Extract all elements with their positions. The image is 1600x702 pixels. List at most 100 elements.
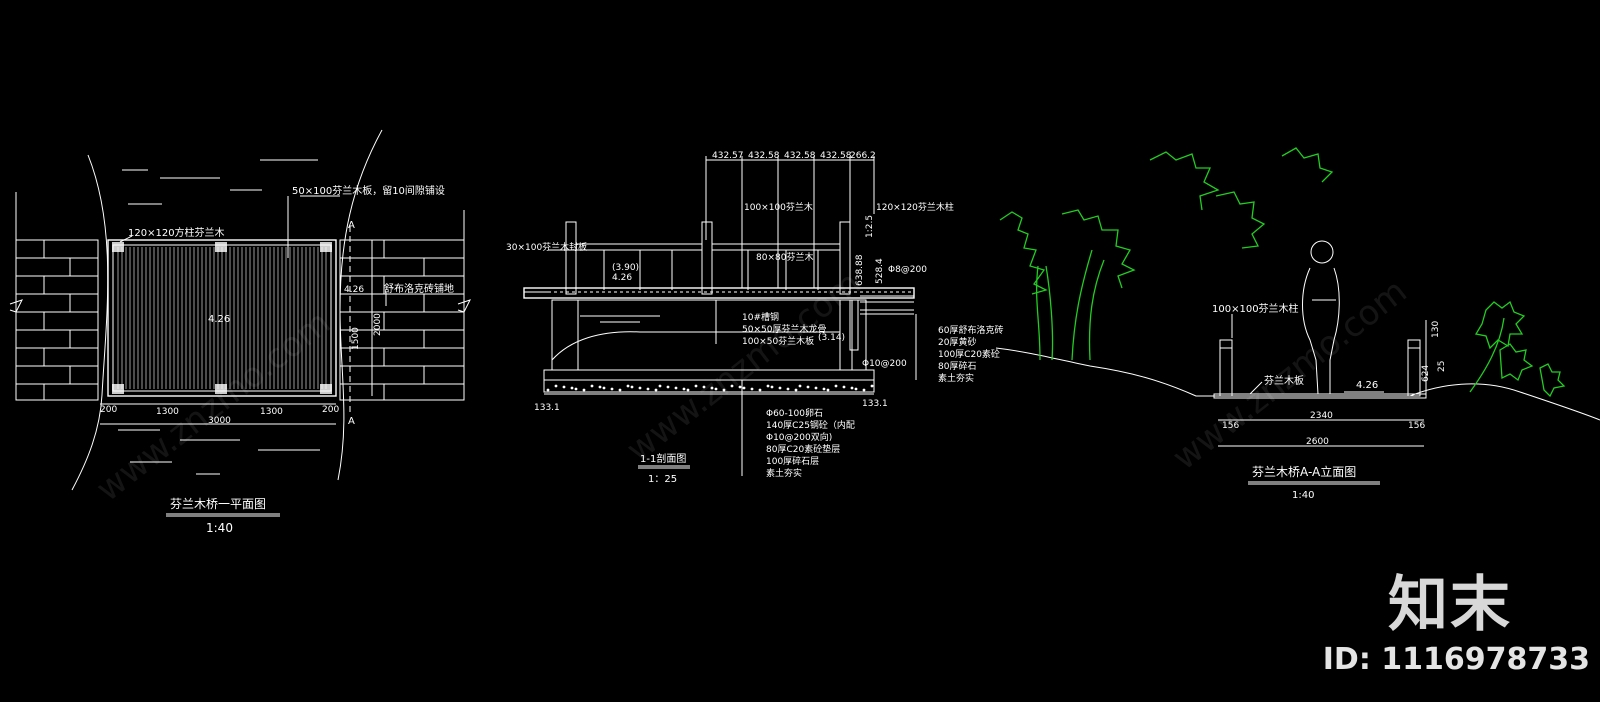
post-marker [215, 384, 227, 394]
gravel-stone [598, 385, 602, 389]
dim-200-left: 200 [100, 405, 117, 415]
person-figure [1302, 240, 1340, 395]
section-dim-5: 266.2 [850, 151, 876, 161]
section-mark-a-bottom: A [348, 416, 355, 427]
section-level-a: (3.90) [612, 263, 639, 273]
post-marker [215, 242, 227, 252]
gravel-stone [702, 385, 706, 389]
gravel-stone [738, 385, 742, 389]
terrain-line [995, 347, 1600, 421]
elevation-dim-130: 130 [1431, 321, 1441, 338]
gravel-stone [766, 384, 770, 388]
gravel-stone [590, 384, 594, 388]
gravel-stone [850, 386, 854, 390]
gravel-stone [602, 386, 606, 390]
label-paving: 舒布洛克砖铺地 [384, 282, 454, 295]
gravel-stone [722, 388, 726, 392]
water-hatch [118, 159, 340, 475]
gravel-stone [654, 388, 658, 392]
gravel-stone [686, 388, 690, 392]
gravel-stone [870, 384, 874, 388]
brick-paving-left [9, 192, 99, 401]
post-marker [320, 242, 332, 252]
dim-2000: 2000 [373, 313, 383, 336]
elevation-dim-156-right: 156 [1408, 421, 1425, 431]
section-view: 432.57 432.58 432.58 432.58 266.2 [506, 151, 1003, 485]
section-dim-3: 432.58 [784, 151, 816, 161]
channel-steel [849, 299, 859, 351]
section-mark-a-top: A [348, 220, 355, 231]
gravel-stone [618, 388, 622, 392]
elevation-dim-2340: 2340 [1310, 411, 1333, 421]
label-elevation-deck: 4.26 [208, 314, 230, 325]
gravel-stone [826, 388, 830, 392]
elevation-view: 100×100芬兰木柱 芬兰木板 4.26 130 624 25 156 234… [995, 147, 1600, 501]
label-post: 120×120方柱芬兰木 [128, 226, 225, 239]
gravel-stone [862, 388, 866, 392]
dim-1500: 1500 [351, 327, 361, 350]
abutment-left [551, 299, 579, 371]
gravel-stone [822, 387, 826, 391]
gravel-stone [674, 386, 678, 390]
section-dim-1: 432.57 [712, 151, 744, 161]
gravel-stone [806, 385, 810, 389]
elevation-label-board: 芬兰木板 [1264, 374, 1304, 387]
section-label-post-top: 100×100芬兰木 [744, 201, 813, 213]
deck-planks [117, 247, 327, 389]
section-label-board: 100×50芬兰木板 [742, 335, 814, 347]
post-marker [112, 384, 124, 394]
gravel-stone [638, 386, 642, 390]
gravel-stone [666, 385, 670, 389]
section-corner-right: 133.1 [862, 399, 888, 409]
shrub-right [1469, 300, 1566, 398]
railing [565, 221, 851, 295]
section-title: 1-1剖面图 [640, 452, 686, 465]
section-right-layer-1: 60厚舒布洛克砖 [938, 324, 1003, 336]
river-bank-left [71, 154, 109, 491]
gravel-stone [694, 384, 698, 388]
gravel-stone [794, 388, 798, 392]
gravel-stone [630, 385, 634, 389]
bridge-deck [107, 239, 337, 397]
water-surface [551, 331, 840, 361]
gravel-stone [798, 384, 802, 388]
elevation-dim-25: 25 [1437, 361, 1447, 372]
dim-1300-b: 1300 [260, 407, 283, 417]
gravel-stone [562, 385, 566, 389]
elevation-label-level: 4.26 [1356, 380, 1378, 391]
plan-scale: 1:40 [206, 521, 233, 535]
gravel-stone [574, 387, 578, 391]
plan-title: 芬兰木桥一平面图 [170, 497, 266, 511]
gravel-stone [626, 384, 630, 388]
section-label-channel: 10#槽钢 [742, 311, 779, 323]
section-deck [523, 287, 915, 371]
gravel-stone [854, 387, 858, 391]
section-vdim-2: 638.88 [855, 254, 865, 286]
section-bottom-layer-1: Φ60-100卵石 [766, 408, 823, 419]
gravel-stone [682, 387, 686, 391]
section-bottom-layer-2: 140厚C25钢砼（内配 [766, 419, 855, 431]
section-label-phi10: Φ10@200 [862, 359, 907, 369]
gravel-stone [658, 384, 662, 388]
section-level-c: (3.14) [818, 333, 845, 343]
brick-paving-right [339, 210, 471, 401]
section-vdim-1: 1:2.5 [865, 215, 875, 238]
section-label-post-right: 120×120芬兰木柱 [876, 201, 954, 213]
section-right-layer-3: 100厚C20素砼 [938, 348, 1000, 360]
gravel-stone [778, 386, 782, 390]
elevation-dim-2600: 2600 [1306, 437, 1329, 447]
label-elevation-edge: 4.26 [344, 285, 364, 295]
section-label-keel: 50×50厚芬兰木龙骨 [742, 323, 826, 335]
section-dim-4: 432.58 [820, 151, 852, 161]
gravel-stone [758, 388, 762, 392]
gravel-stone [730, 384, 734, 388]
gravel-stone [554, 384, 558, 388]
gravel-stone [814, 386, 818, 390]
section-dim-2: 432.58 [748, 151, 780, 161]
gravel-stone [582, 388, 586, 392]
gravel-stone [750, 387, 754, 391]
post-marker [320, 384, 332, 394]
gravel-stone [646, 387, 650, 391]
section-right-layer-2: 20厚黄砂 [938, 336, 976, 348]
